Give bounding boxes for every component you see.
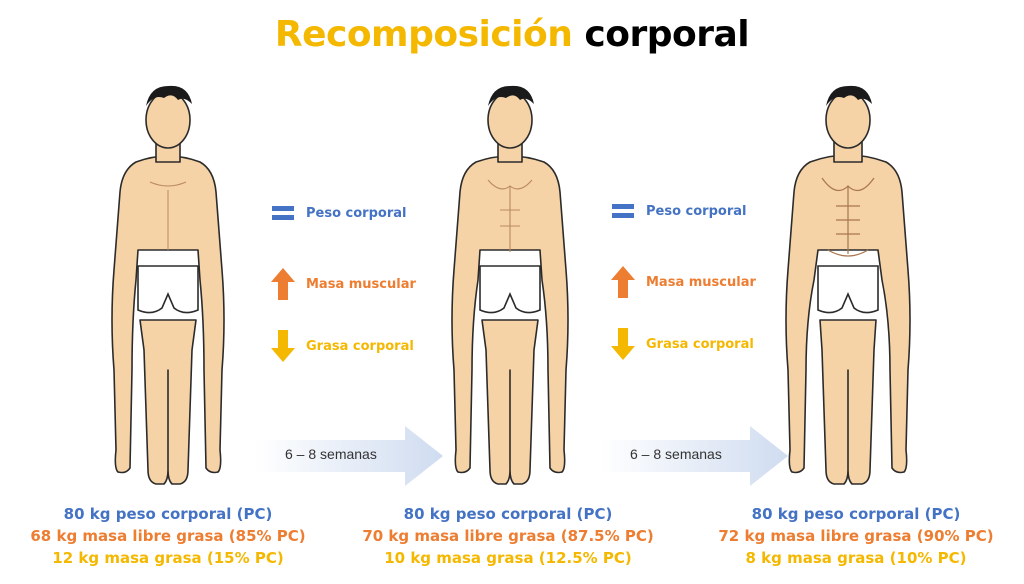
legend-grasa-label: Grasa corporal [306, 338, 414, 354]
legend-musculo: Masa muscular [608, 266, 756, 298]
arrow-up-icon [608, 266, 638, 298]
person-illustration [785, 85, 911, 485]
transition-label: 6 – 8 semanas [630, 446, 722, 462]
stat-masa-libre: 70 kg masa libre grasa (87.5% PC) [362, 527, 654, 545]
title-rest: corporal [584, 14, 750, 55]
equals-icon [608, 202, 638, 220]
equals-icon [268, 204, 298, 222]
legend-grasa: Grasa corporal [268, 330, 414, 362]
stat-peso: 80 kg peso corporal (PC) [751, 505, 961, 523]
arrow-down-icon [268, 330, 298, 362]
arrow-right-icon [255, 426, 443, 486]
arrow-up-icon [268, 268, 298, 300]
legend-grasa-label: Grasa corporal [646, 336, 754, 352]
transition-arrow-1: 6 – 8 semanas [255, 426, 443, 486]
stat-masa-libre: 68 kg masa libre grasa (85% PC) [30, 527, 306, 545]
page-title: Recomposición corporal [0, 14, 1024, 55]
legend-peso-label: Peso corporal [646, 203, 747, 219]
stat-masa-grasa: 12 kg masa grasa (15% PC) [52, 549, 284, 567]
person-illustration [451, 85, 569, 485]
legend-musculo-label: Masa muscular [306, 276, 416, 292]
legend-musculo-label: Masa muscular [646, 274, 756, 290]
stat-masa-libre: 72 kg masa libre grasa (90% PC) [718, 527, 994, 545]
stat-masa-grasa: 8 kg masa grasa (10% PC) [745, 549, 967, 567]
legend-grasa: Grasa corporal [608, 328, 754, 360]
body-figure-3 [768, 70, 928, 500]
transition-label: 6 – 8 semanas [285, 446, 377, 462]
stat-peso: 80 kg peso corporal (PC) [403, 505, 613, 523]
body-figure-1 [88, 70, 248, 500]
stat-peso: 80 kg peso corporal (PC) [63, 505, 273, 523]
transition-arrow-2: 6 – 8 semanas [600, 426, 788, 486]
stage-stats-3: 80 kg peso corporal (PC) 72 kg masa libr… [706, 503, 1006, 569]
title-accent: Recomposición [274, 14, 573, 55]
arrow-right-icon [600, 426, 788, 486]
stat-masa-grasa: 10 kg masa grasa (12.5% PC) [384, 549, 632, 567]
legend-musculo: Masa muscular [268, 268, 416, 300]
stage-stats-2: 80 kg peso corporal (PC) 70 kg masa libr… [358, 503, 658, 569]
arrow-down-icon [608, 328, 638, 360]
legend-peso: Peso corporal [268, 204, 406, 222]
person-illustration [111, 85, 225, 485]
stage-stats-1: 80 kg peso corporal (PC) 68 kg masa libr… [18, 503, 318, 569]
body-figure-2 [430, 70, 590, 500]
legend-peso-label: Peso corporal [306, 205, 407, 221]
legend-peso: Peso corporal [608, 202, 746, 220]
